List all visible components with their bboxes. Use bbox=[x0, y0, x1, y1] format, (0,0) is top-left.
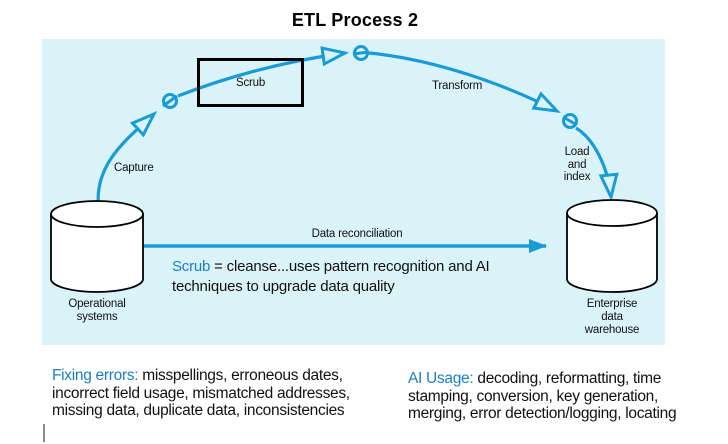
fixing-errors-line-3: missing data, duplicate data, inconsiste… bbox=[52, 402, 345, 419]
capture-label: Capture bbox=[114, 162, 154, 174]
load-arc bbox=[575, 126, 619, 202]
right-cylinder bbox=[566, 199, 658, 293]
scrub-label: Scrub bbox=[235, 76, 266, 89]
connector-circle-transform bbox=[562, 113, 578, 129]
capture-arc bbox=[96, 111, 158, 212]
ai-usage-term: AI Usage: bbox=[408, 370, 474, 387]
note-term: Scrub bbox=[172, 258, 211, 275]
scrub-definition-note: Scrub = cleanse...uses pattern recogniti… bbox=[172, 257, 490, 296]
page-title: ETL Process 2 bbox=[291, 10, 419, 30]
ai-usage-line-2: stamping, conversion, key generation, bbox=[408, 387, 658, 405]
fixing-errors-footnote: Fixing errors: misspellings, erroneous d… bbox=[52, 367, 350, 420]
note-line-2: techniques to upgrade data quality bbox=[172, 277, 395, 295]
left-cylinder bbox=[50, 200, 144, 293]
connector-circle-capture bbox=[162, 93, 178, 109]
fixing-errors-term: Fixing errors: bbox=[52, 367, 139, 384]
load-and-index-label: Load and index bbox=[563, 146, 591, 183]
connector-circle-scrub bbox=[352, 45, 370, 61]
fixing-errors-line-1: Fixing errors: misspellings, erroneous d… bbox=[52, 367, 343, 384]
note-line-1: Scrub = cleanse...uses pattern recogniti… bbox=[172, 258, 490, 275]
data-reconciliation-label: Data reconciliation bbox=[311, 228, 403, 240]
scrub-box: Scrub bbox=[197, 58, 304, 107]
flow-diagram bbox=[50, 45, 658, 293]
enterprise-data-warehouse-label: Enterprise data warehouse bbox=[584, 298, 640, 336]
diagram-panel: Scrub Capture Transform Load and index D… bbox=[42, 39, 665, 345]
ai-usage-footnote: AI Usage: decoding, reformatting, time s… bbox=[408, 370, 677, 423]
ai-usage-line-1: AI Usage: decoding, reformatting, time bbox=[408, 370, 662, 387]
operational-systems-label: Operational systems bbox=[68, 298, 126, 323]
ai-usage-line-3: merging, error detection/logging, locati… bbox=[408, 405, 677, 422]
fixing-errors-line-2: incorrect field usage, mismatched addres… bbox=[52, 384, 350, 402]
transform-arc bbox=[368, 51, 561, 113]
text-caret bbox=[43, 424, 45, 442]
transform-label: Transform bbox=[432, 80, 483, 92]
